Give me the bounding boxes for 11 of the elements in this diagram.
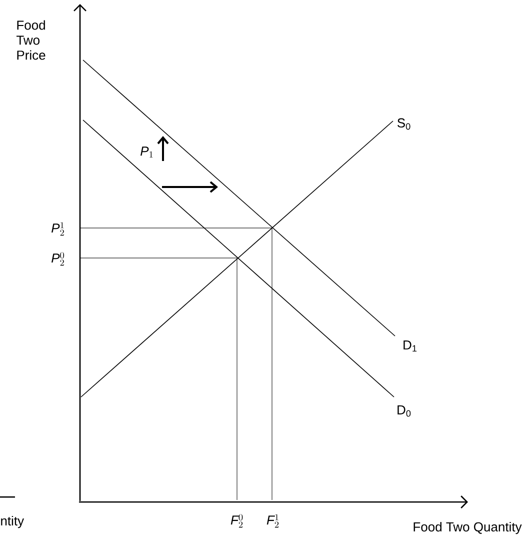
curve-label: D$_{1}$ xyxy=(404,340,417,352)
curve-label: S$_{0}$ xyxy=(397,118,410,130)
curve-label: $\mathit{P}_{1}$ xyxy=(140,146,153,158)
tick-label: $\mathit{F}_{2}^{0}$ xyxy=(230,514,243,528)
tick-label: $\mathit{P}_{2}^{0}$ xyxy=(52,252,64,266)
axis-label: ntity xyxy=(1,516,24,528)
tick-label: $\mathit{F}_{2}^{1}$ xyxy=(266,514,279,528)
curve-label: D$_{0}$ xyxy=(398,405,411,417)
axis-label: Food Two Price xyxy=(16,20,46,60)
axis-label: Food Two Quantity xyxy=(414,522,522,534)
tick-label: $\mathit{P}_{2}^{1}$ xyxy=(52,222,64,236)
